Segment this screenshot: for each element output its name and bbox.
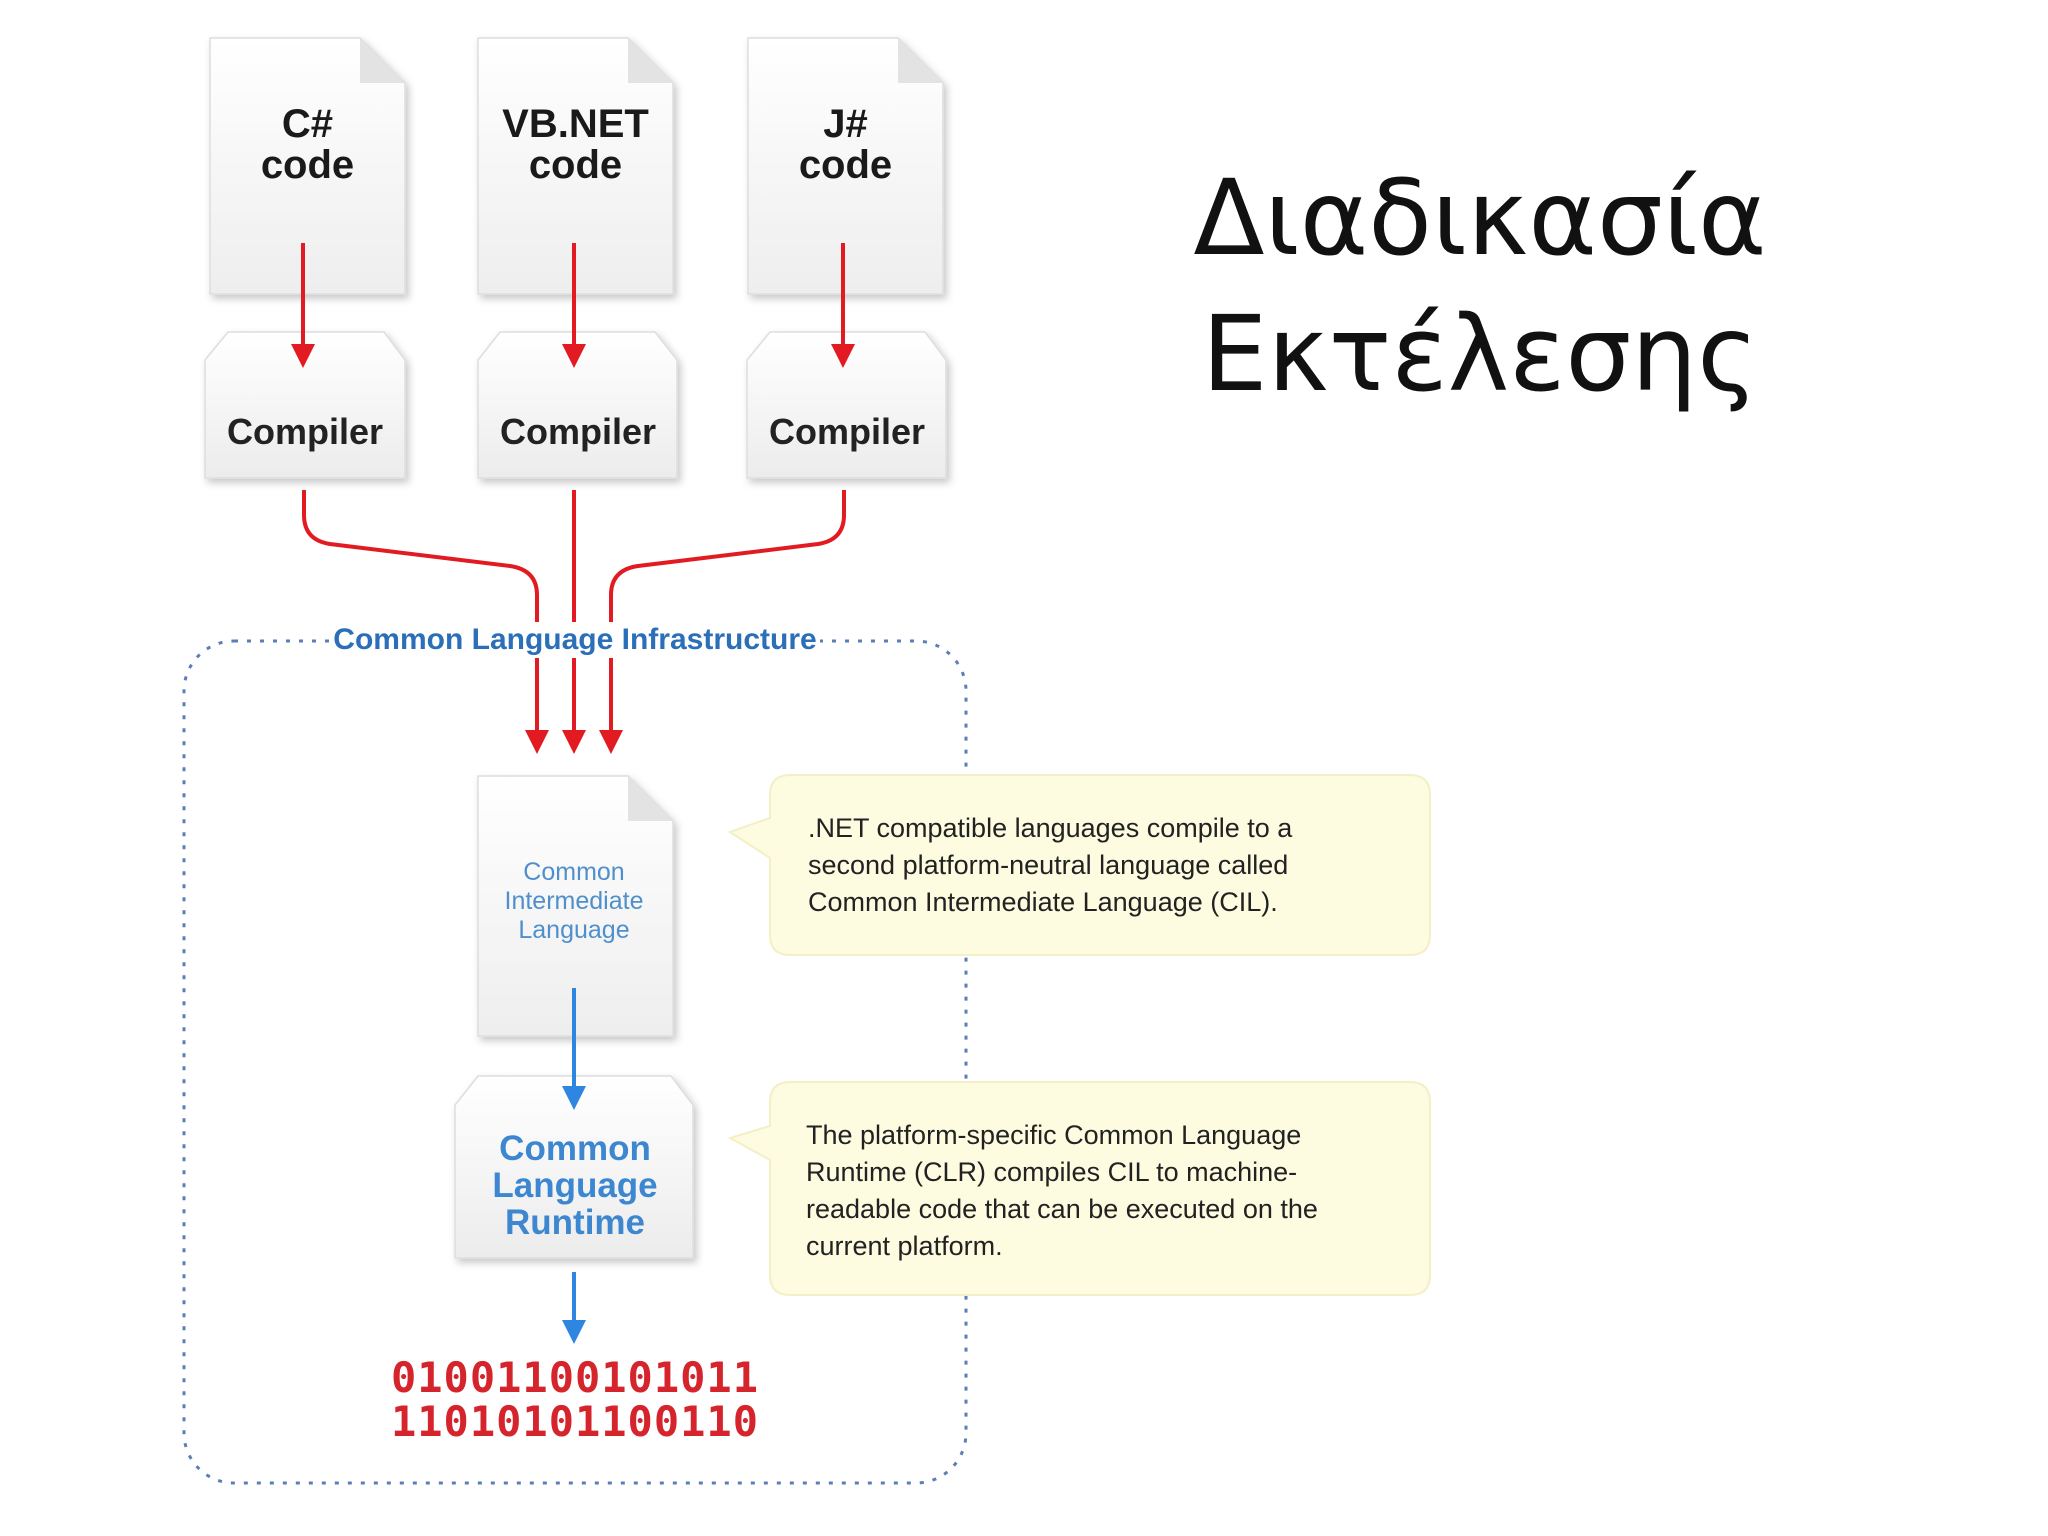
- machine-code-line: 01001100101011: [390, 1353, 759, 1402]
- source-label-vbnet: VB.NET code: [478, 104, 673, 186]
- clr-note-bubble: [727, 1081, 1431, 1296]
- note-line: .NET compatible languages compile to a: [808, 813, 1293, 843]
- compiler-box-3: [746, 331, 947, 479]
- note-line: Runtime (CLR) compiles CIL to machine-: [806, 1157, 1298, 1187]
- cli-label: Common Language Infrastructure: [330, 622, 820, 658]
- document-cil: [477, 775, 674, 1037]
- clr-note-text: The platform-specific Common Language Ru…: [806, 1117, 1416, 1265]
- compiler-label-2: Compiler: [499, 411, 657, 452]
- source-label-line: VB.NET: [502, 102, 649, 146]
- compiler-box-2: [477, 331, 678, 479]
- note-line: Common Intermediate Language (CIL).: [808, 887, 1278, 917]
- document-vbnet: [477, 37, 674, 295]
- clr-label: Common Language Runtime: [455, 1130, 695, 1241]
- cil-note-bubble: [727, 774, 1431, 956]
- source-label-line: C#: [281, 102, 334, 146]
- clr-label-line: Runtime: [505, 1203, 645, 1242]
- cil-label-line: Common: [523, 858, 625, 886]
- machine-code-line: 11010101100110: [390, 1397, 759, 1446]
- source-label-line: code: [528, 143, 623, 187]
- cil-label-line: Language: [518, 916, 630, 944]
- arrow-compiler3-to-cil: [599, 490, 846, 754]
- note-line: current platform.: [806, 1231, 1003, 1261]
- compiler-box-1: [204, 331, 406, 479]
- compiler-label-3: Compiler: [768, 411, 926, 452]
- cil-label-line: Intermediate: [504, 887, 644, 915]
- cil-note-text: .NET compatible languages compile to a s…: [808, 810, 1408, 921]
- clr-label-line: Common: [499, 1129, 651, 1168]
- slide-title: Διαδικασία Εκτέλεσης: [1150, 150, 1810, 422]
- slide-title-line-1: Διαδικασία: [1193, 157, 1767, 279]
- document-csharp: [209, 37, 406, 295]
- source-label-jsharp: J# code: [748, 104, 943, 186]
- slide-title-line-2: Εκτέλεσης: [1201, 293, 1759, 415]
- source-label-line: code: [798, 143, 893, 187]
- compiler-label-1: Compiler: [226, 411, 384, 452]
- document-jsharp: [747, 37, 944, 295]
- note-line: readable code that can be executed on th…: [806, 1194, 1318, 1224]
- note-line: The platform-specific Common Language: [806, 1120, 1302, 1150]
- clr-label-line: Language: [492, 1166, 658, 1205]
- source-label-csharp: C# code: [210, 104, 405, 186]
- machine-code-output: 01001100101011 11010101100110: [355, 1356, 795, 1444]
- clr-box: [454, 1075, 694, 1259]
- note-line: second platform-neutral language called: [808, 850, 1289, 880]
- source-label-line: code: [260, 143, 355, 187]
- arrow-compiler1-to-cil: [302, 490, 549, 754]
- cil-label: Common Intermediate Language: [478, 858, 670, 945]
- source-label-line: J#: [823, 102, 868, 146]
